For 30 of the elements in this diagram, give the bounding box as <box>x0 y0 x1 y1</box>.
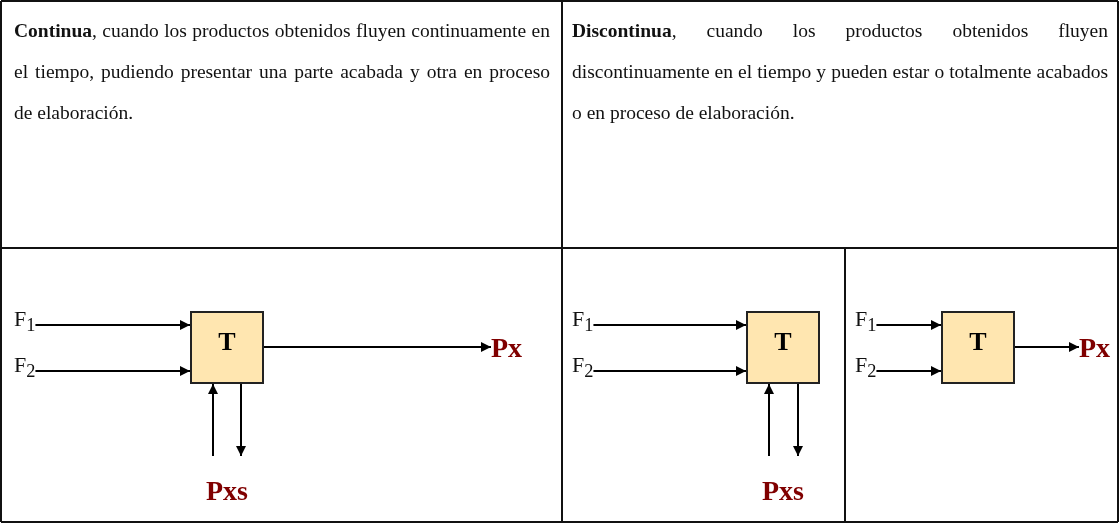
output-label: Pxs <box>762 456 804 506</box>
cell-text: Discontinua, cuando los productos obtenidos fluyen discontinuamente en el tiempo y pueden estar o totalmente acabados o en proceso de elaboración. <box>572 19 1108 125</box>
arrow <box>592 320 747 330</box>
process-box <box>746 311 820 384</box>
arrow <box>793 383 803 457</box>
output-label: Px <box>1079 333 1111 363</box>
arrow <box>592 366 747 376</box>
input-label: F$_{2}$ <box>14 352 36 385</box>
arrow <box>1014 342 1080 352</box>
process-box <box>941 311 1015 384</box>
arrow <box>764 383 774 457</box>
input-label: F$_{2}$ <box>855 352 877 385</box>
input-label: F$_{1}$ <box>14 306 36 339</box>
box-label: T <box>218 327 236 357</box>
input-label: F$_{1}$ <box>855 306 877 339</box>
box-label: T <box>774 327 792 357</box>
arrow <box>236 383 246 457</box>
input-label: F$_{1}$ <box>572 306 594 339</box>
input-label: F$_{2}$ <box>572 352 594 385</box>
arrow <box>34 366 191 376</box>
arrow <box>208 383 218 457</box>
output-label: Px <box>491 333 523 363</box>
cell-text: Continua, cuando los productos obtenidos fluyen continuamente en el tiempo, pudiendo presentar una parte acabada y otra en proceso de elaboración. <box>14 19 550 125</box>
arrow <box>34 320 191 330</box>
arrow <box>875 366 942 376</box>
arrow <box>263 342 492 352</box>
output-label: Pxs <box>206 456 248 506</box>
box-label: T <box>969 327 987 357</box>
process-box <box>190 311 264 384</box>
arrow <box>875 320 942 330</box>
